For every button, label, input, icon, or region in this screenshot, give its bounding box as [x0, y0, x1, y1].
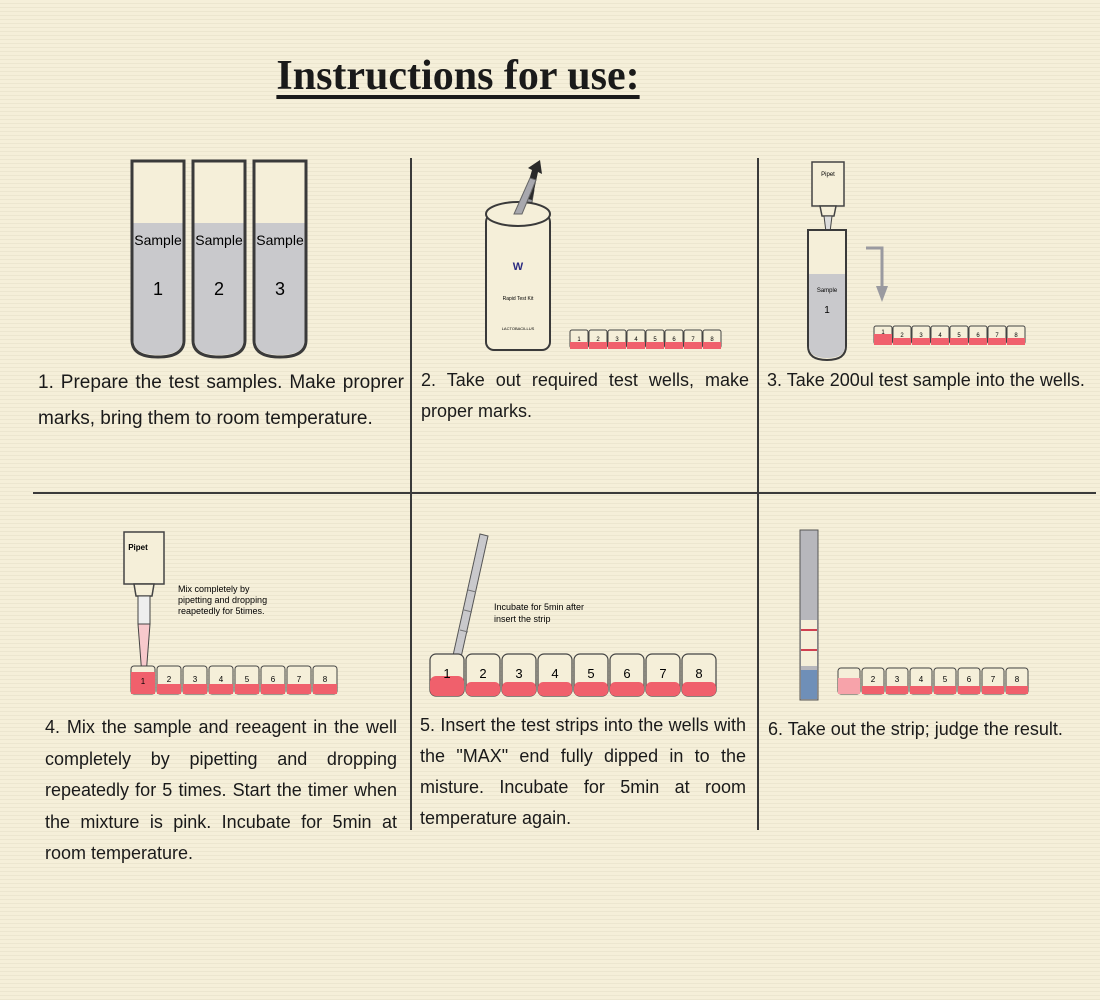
well-number: 1: [577, 337, 581, 343]
well-number: 3: [193, 675, 198, 684]
well-number: 1: [141, 677, 146, 686]
sample-tube-3: Sample 3: [252, 159, 308, 359]
pipet-mixing-illustration: Pipet Mix completely by pipetting and dr…: [123, 531, 267, 677]
well-strip-step6: 2 3 4 5 6 7 8: [837, 667, 1029, 695]
well-number: 2: [596, 337, 600, 343]
well-number: 3: [895, 675, 900, 684]
mix-note-line-1: Mix completely by: [178, 584, 250, 594]
column-divider-4: [757, 494, 759, 830]
well-number: 4: [634, 337, 638, 343]
well-number: 2: [479, 666, 486, 681]
well-number: 4: [938, 333, 942, 339]
well-strip-step3: 1 2 3 4 5 6 7 8: [873, 325, 1026, 345]
well-number: 7: [297, 675, 302, 684]
step-1-text: 1. Prepare the test samples. Make propre…: [38, 372, 404, 429]
step-3-text: 3. Take 200ul test sample into the wells…: [767, 370, 1085, 390]
page-title: Instructions for use:: [276, 53, 640, 99]
well-number: 2: [900, 333, 904, 339]
well-number: 4: [919, 675, 924, 684]
sample-tube-number: 1: [824, 305, 830, 316]
well-number: 5: [587, 666, 594, 681]
well-number: 4: [551, 666, 558, 681]
well-number: 3: [515, 666, 522, 681]
column-divider-2: [757, 158, 759, 494]
sample-tube-3-label: Sample: [256, 232, 304, 248]
pipet: [123, 531, 165, 585]
well-number: 8: [1015, 675, 1020, 684]
well-number: 6: [672, 337, 676, 343]
step-6-text: 6. Take out the strip; judge the result.: [768, 719, 1063, 739]
well-number: 7: [995, 333, 999, 339]
well-number: 3: [615, 337, 619, 343]
well-strip-step5: 1 2 3 4 5 6 7 8: [429, 653, 717, 697]
well-strip-step6-wells: 2 3 4 5 6 7 8: [837, 667, 1029, 695]
mix-note-line-3: reapetedly for 5times.: [178, 606, 265, 616]
step-5-text: 5. Insert the test strips into the wells…: [420, 715, 746, 828]
well-number: 6: [967, 675, 972, 684]
kit-subtitle: LACTOBACILLUS: [502, 326, 535, 331]
well-strip-step3-wells: 1 2 3 4 5 6 7 8: [873, 325, 1026, 345]
well-number: 5: [245, 675, 250, 684]
step-2-text: 2. Take out required test wells, make pr…: [421, 370, 749, 421]
well-number: 4: [219, 675, 224, 684]
well-number: 7: [659, 666, 666, 681]
well-number: 1: [443, 666, 450, 681]
sample-tube-3-number: 3: [275, 279, 285, 299]
pipet: [811, 161, 845, 207]
sample-tube-1-label: Sample: [134, 232, 182, 248]
arrow-down-icon: [866, 246, 884, 288]
sample-tube-1: Sample 1: [130, 159, 186, 359]
well-number: 6: [976, 333, 980, 339]
step-4-text: 4. Mix the sample and reeagent in the we…: [45, 717, 397, 863]
result-strip-illustration: [799, 529, 819, 701]
pipet-label: Pipet: [821, 172, 835, 178]
sample-tube-2-label: Sample: [195, 232, 243, 248]
sample-tubes-illustration: Sample 1 Sample 2 Sample 3: [130, 159, 308, 359]
well-strip-step2: 1 2 3 4 5 6 7 8: [569, 329, 722, 349]
well-number: 8: [323, 675, 328, 684]
mix-note-line-2: pipetting and dropping: [178, 595, 267, 605]
well-number: 5: [943, 675, 948, 684]
well-number: 2: [167, 675, 172, 684]
well-strip-step4: 1 2 3 4 5 6 7 8: [130, 665, 338, 695]
well-strip-step2-wells: 1 2 3 4 5 6 7 8: [569, 329, 722, 349]
well-number: 1: [881, 330, 885, 336]
well-number: 6: [623, 666, 630, 681]
well-number: 8: [1014, 333, 1018, 339]
pipet-label: Pipet: [128, 543, 148, 552]
well-number: 8: [695, 666, 702, 681]
sample-tube-label: Sample: [817, 288, 838, 294]
well-number: 2: [871, 675, 876, 684]
incubate-note-line-2: insert the strip: [494, 614, 551, 624]
well-number: 8: [710, 337, 714, 343]
sample-tube-1-number: 1: [153, 279, 163, 299]
sample-tube-2-number: 2: [214, 279, 224, 299]
column-divider-1: [410, 158, 412, 494]
well-number: 7: [691, 337, 695, 343]
kit-canister-illustration: W Rapid Test Kit LACTOBACILLUS: [485, 160, 551, 351]
well-number: 5: [653, 337, 657, 343]
sample-tube-2: Sample 2: [191, 159, 247, 359]
pipet-into-wells-illustration: Pipet Sample 1: [807, 161, 888, 362]
row-divider: [33, 492, 1096, 494]
well-number: 6: [271, 675, 276, 684]
well-number: 7: [991, 675, 996, 684]
kit-logo: W: [513, 261, 524, 273]
well-number: 3: [919, 333, 923, 339]
incubate-note-line-1: Incubate for 5min after: [494, 602, 584, 612]
column-divider-3: [410, 494, 412, 830]
well-number: 5: [957, 333, 961, 339]
well-strip-step5-wells: 1 2 3 4 5 6 7 8: [429, 653, 717, 697]
well-strip-step4-wells: 1 2 3 4 5 6 7 8: [130, 665, 338, 695]
kit-name: Rapid Test Kit: [503, 296, 534, 302]
